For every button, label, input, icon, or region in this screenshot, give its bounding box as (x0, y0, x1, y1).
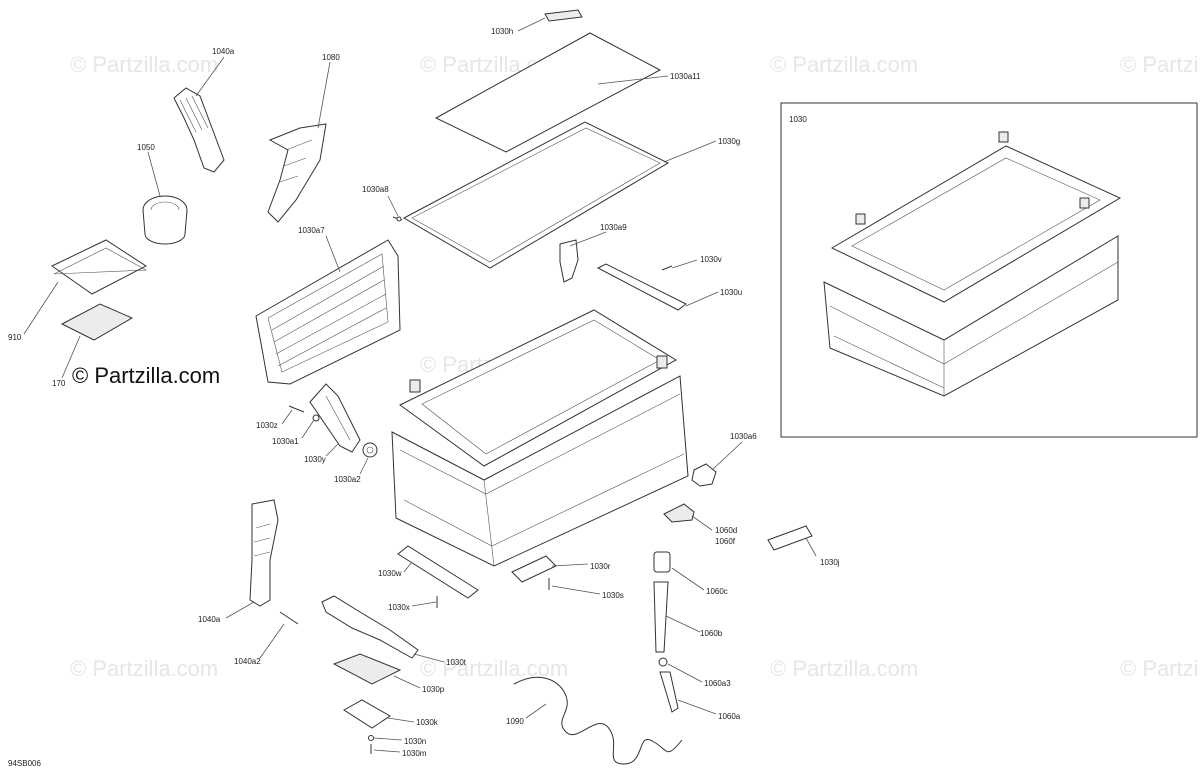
label-1080[interactable]: 1080 (322, 53, 340, 62)
label-1060a[interactable]: 1060a (718, 712, 741, 721)
label-1040a[interactable]: 1040a (212, 47, 235, 56)
part-1030a6[interactable] (691, 463, 717, 487)
part-1030g[interactable] (402, 121, 670, 269)
watermark: © Partzilla.com (420, 656, 568, 681)
part-1030y[interactable] (309, 383, 361, 453)
part-1030u[interactable] (596, 263, 687, 311)
label-1030u[interactable]: 1030u (720, 288, 742, 297)
label-1040a2[interactable]: 1040a2 (234, 657, 261, 666)
label-1030a2[interactable]: 1030a2 (334, 475, 361, 484)
label-170[interactable]: 170 (52, 379, 66, 388)
part-910[interactable] (51, 239, 148, 295)
part-1030p[interactable] (332, 653, 402, 685)
part-1060b[interactable] (653, 581, 669, 653)
label-1090[interactable]: 1090 (506, 717, 524, 726)
part-1040a2[interactable] (279, 611, 299, 625)
part-1030k[interactable] (343, 699, 391, 729)
label-1030a6[interactable]: 1030a6 (730, 432, 757, 441)
label-1030a11[interactable]: 1030a11 (670, 72, 701, 81)
label-1030t[interactable]: 1030t (446, 658, 467, 667)
assembly-inset (780, 102, 1198, 438)
part-1050[interactable] (142, 195, 188, 245)
part-1030a2[interactable] (362, 442, 378, 458)
part-1060a[interactable] (659, 671, 679, 713)
watermark: © Partzilla.com (1120, 52, 1200, 77)
callout-labels: 1030h 1030a11 1030g 1040a 1080 1050 1030… (8, 27, 840, 768)
watermark: © Partzilla.com (70, 656, 218, 681)
label-1030a1[interactable]: 1030a1 (272, 437, 299, 446)
label-1060d[interactable]: 1060d (715, 526, 737, 535)
watermark: © Partzilla.com (70, 52, 218, 77)
part-1030a8[interactable] (392, 216, 403, 222)
part-1040a-bottom[interactable] (249, 499, 279, 607)
label-1030s[interactable]: 1030s (602, 591, 624, 600)
part-1030w[interactable] (397, 545, 479, 599)
label-1030p[interactable]: 1030p (422, 685, 445, 694)
part-1030a9[interactable] (559, 239, 579, 283)
watermark: © Partzilla.com (770, 656, 918, 681)
label-1030h[interactable]: 1030h (491, 27, 513, 36)
label-1030a9[interactable]: 1030a9 (600, 223, 627, 232)
watermark: © Partzilla.com (770, 52, 918, 77)
part-1080[interactable] (267, 123, 327, 223)
label-1030k[interactable]: 1030k (416, 718, 439, 727)
label-1060b[interactable]: 1060b (700, 629, 723, 638)
part-1030a1[interactable] (312, 414, 320, 422)
label-1030y[interactable]: 1030y (304, 455, 326, 464)
part-box-main[interactable] (391, 309, 689, 567)
label-1060a3[interactable]: 1060a3 (704, 679, 731, 688)
label-1030g[interactable]: 1030g (718, 137, 740, 146)
part-1030n[interactable] (368, 735, 374, 741)
label-1030j[interactable]: 1030j (820, 558, 840, 567)
part-1060d-1060f[interactable] (663, 503, 695, 523)
inset-label[interactable]: 1030 (789, 115, 807, 124)
assembled-box (823, 131, 1122, 397)
part-170[interactable] (60, 303, 134, 341)
label-1030w[interactable]: 1030w (378, 569, 402, 578)
part-1060a3[interactable] (658, 657, 668, 667)
label-1030r[interactable]: 1030r (590, 562, 611, 571)
brand-label: © Partzilla.com (72, 363, 220, 388)
part-1030a11[interactable] (434, 32, 662, 153)
label-910[interactable]: 910 (8, 333, 22, 342)
part-1030j[interactable] (767, 525, 813, 551)
part-1030h[interactable] (544, 9, 583, 22)
label-1030a7[interactable]: 1030a7 (298, 226, 325, 235)
label-1040a[interactable]: 1040a (198, 615, 221, 624)
part-1030v[interactable] (661, 265, 673, 271)
label-1030v[interactable]: 1030v (700, 255, 722, 264)
leader-lines (23, 17, 817, 753)
part-1060c[interactable] (653, 551, 671, 573)
diagram-code: 94SB006 (8, 759, 41, 768)
label-1030x[interactable]: 1030x (388, 603, 410, 612)
label-1030z[interactable]: 1030z (256, 421, 278, 430)
label-1030n[interactable]: 1030n (404, 737, 426, 746)
label-1030a8[interactable]: 1030a8 (362, 185, 389, 194)
part-1090[interactable] (513, 676, 683, 765)
part-1030z[interactable] (288, 405, 305, 413)
label-1060c[interactable]: 1060c (706, 587, 728, 596)
label-1050[interactable]: 1050 (137, 143, 155, 152)
part-1030a7[interactable] (255, 239, 401, 385)
label-1030m[interactable]: 1030m (402, 749, 427, 758)
part-1040a-top[interactable] (173, 87, 225, 173)
label-1060f[interactable]: 1060f (715, 537, 736, 546)
watermark: © Partzilla.com (1120, 656, 1200, 681)
